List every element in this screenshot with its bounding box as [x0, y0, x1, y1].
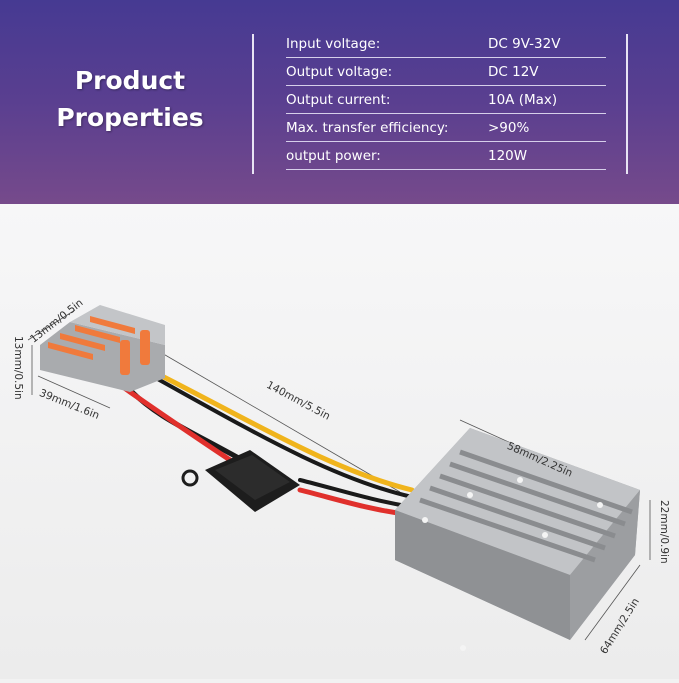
- spec-label: Input voltage:: [286, 36, 381, 52]
- fuse-holder: [181, 450, 300, 512]
- spec-value: 120W: [488, 148, 528, 164]
- heatsink-fins: [419, 449, 633, 563]
- spec-row: Input voltage: DC 9V-32V: [286, 30, 606, 58]
- spec-value: DC 9V-32V: [488, 36, 561, 52]
- dim-box-height: 22mm/0.9in: [658, 500, 670, 564]
- spec-label: output power:: [286, 148, 381, 164]
- wire-connectors: [40, 305, 165, 392]
- title-line-2: Properties: [56, 103, 204, 132]
- divider-right: [626, 34, 628, 174]
- spec-label: Max. transfer efficiency:: [286, 120, 449, 136]
- spec-value: DC 12V: [488, 64, 539, 80]
- title-line-1: Product: [74, 66, 186, 95]
- spec-row: output power: 120W: [286, 142, 606, 170]
- spec-label: Output voltage:: [286, 64, 393, 80]
- divider-left: [252, 34, 254, 174]
- dim-connector-height: 13mm/0.5in: [12, 336, 24, 400]
- product-photo: 13mm/0.5in 13mm/0.5in 39mm/1.6in 140mm/5…: [0, 204, 679, 679]
- converter-housing: [395, 428, 640, 651]
- spec-value: 10A (Max): [488, 92, 558, 108]
- spec-value: >90%: [488, 120, 530, 136]
- spec-row: Output voltage: DC 12V: [286, 58, 606, 86]
- spec-row: Max. transfer efficiency: >90%: [286, 114, 606, 142]
- converter-illustration: [27, 305, 651, 651]
- spec-label: Output current:: [286, 92, 391, 108]
- spec-row: Output current: 10A (Max): [286, 86, 606, 114]
